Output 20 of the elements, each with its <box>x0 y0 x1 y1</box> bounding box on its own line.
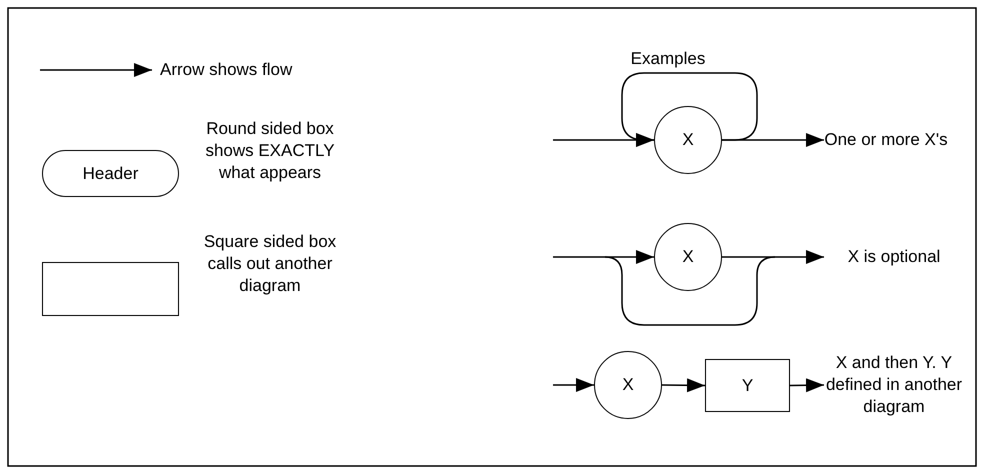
empty-box <box>42 262 179 316</box>
terminal-circle: X <box>594 351 662 419</box>
arrow <box>722 133 824 147</box>
arrow <box>662 378 705 392</box>
legend-description: Arrow shows flow <box>160 59 294 81</box>
process-box: Y <box>705 359 790 412</box>
loop-arrow <box>621 72 758 147</box>
terminal-box: Header <box>42 150 179 197</box>
legend-description: Round sided box shows EXACTLY what appears <box>204 118 336 184</box>
example-caption: One or more X's <box>824 118 948 162</box>
arrow <box>553 250 654 264</box>
terminal-circle: X <box>654 106 722 174</box>
arrow <box>790 378 824 392</box>
legend-description: Square sided box calls out another diagram <box>202 231 338 297</box>
arrow <box>553 378 594 392</box>
arrow <box>722 250 824 264</box>
section-heading: Examples <box>630 50 706 68</box>
example-caption: X is optional <box>824 246 964 268</box>
example-caption: X and then Y. Y defined in another diagram <box>824 341 964 429</box>
terminal-circle: X <box>654 223 722 291</box>
